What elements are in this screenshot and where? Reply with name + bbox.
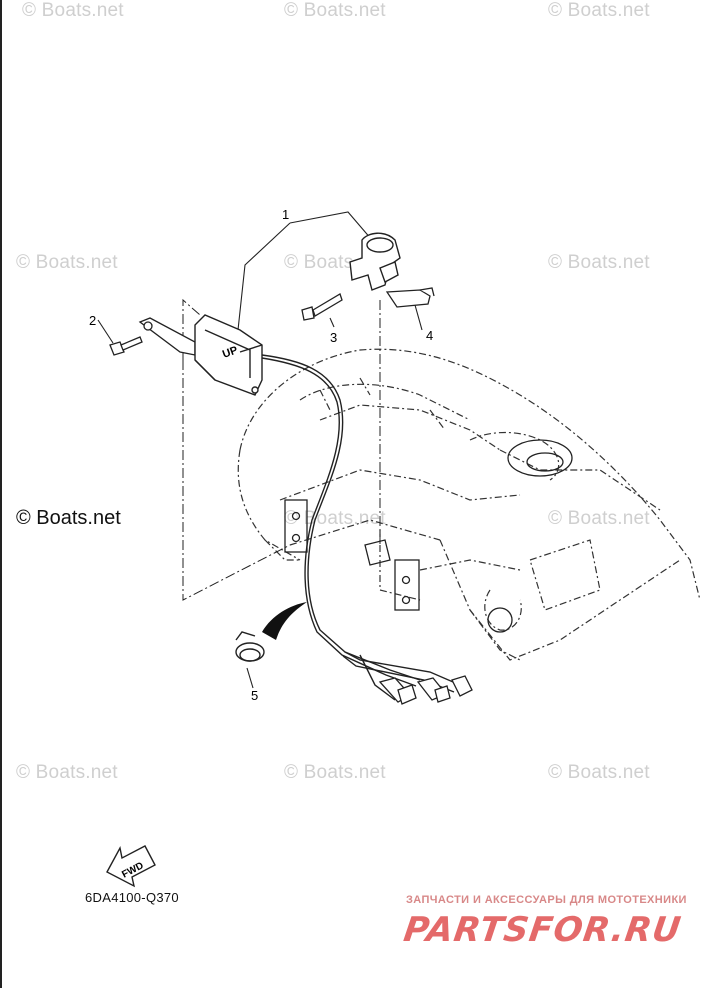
callout-3: 3 xyxy=(330,330,337,345)
wire-connectors xyxy=(378,675,473,705)
watermark: © Boats.net xyxy=(16,252,118,273)
brand-tagline: ЗАПЧАСТИ И АКСЕССУАРЫ ДЛЯ МОТОТЕХНИКИ xyxy=(406,894,687,906)
engine-outline xyxy=(237,348,701,661)
callout-2: 2 xyxy=(89,313,96,328)
watermark-main: © Boats.net xyxy=(16,507,121,529)
bolt-part-2 xyxy=(109,336,143,356)
pin-part-4 xyxy=(385,287,435,308)
watermark: © Boats.net xyxy=(548,0,650,21)
sensor-holder-part-1 xyxy=(349,232,401,291)
watermark: © Boats.net xyxy=(548,508,650,529)
watermark: © Boats.net xyxy=(284,762,386,783)
callout-1: 1 xyxy=(282,207,289,222)
sensor-wire-harness xyxy=(261,354,461,701)
clamp-part-5 xyxy=(235,631,265,662)
leader-lines xyxy=(97,211,423,689)
watermark: © Boats.net xyxy=(16,762,118,783)
sensor-up-label: UP xyxy=(221,344,239,361)
fwd-arrow-icon xyxy=(106,845,156,888)
trim-sensor-bracket xyxy=(138,317,196,356)
left-border-line xyxy=(0,0,2,988)
brand-logo: PARTSFOR.RU xyxy=(401,910,684,950)
drawing-code: 6DA4100-Q370 xyxy=(85,890,179,905)
watermark: © Boats.net xyxy=(22,0,124,21)
engine-details xyxy=(284,439,573,633)
callout-4: 4 xyxy=(426,328,433,343)
callout-5: 5 xyxy=(251,688,258,703)
watermark: © Boats.net xyxy=(284,508,386,529)
watermark: © Boats.net xyxy=(548,762,650,783)
watermark: © Boats.net xyxy=(284,0,386,21)
screw-part-3 xyxy=(301,293,343,321)
assembly-direction-arrow xyxy=(262,602,307,640)
watermark: © Boats.net xyxy=(548,252,650,273)
trim-sensor xyxy=(194,314,263,396)
